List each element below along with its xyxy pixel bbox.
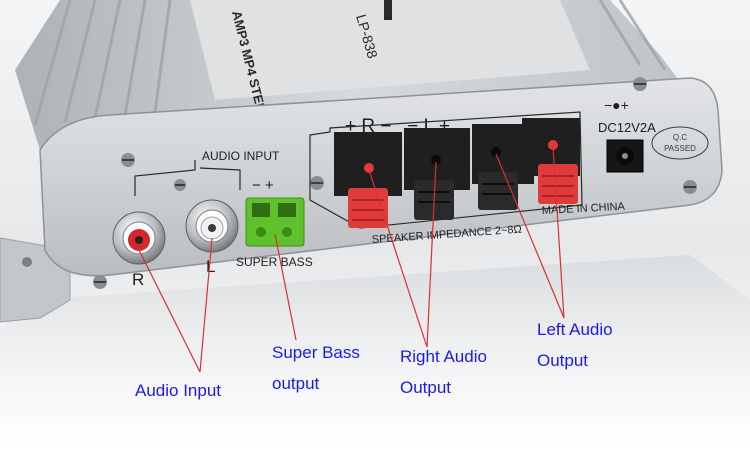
origin-label: MADE IN CHINA	[542, 201, 626, 217]
super-bass-terminal	[245, 197, 305, 247]
terminal-left-plus	[522, 118, 580, 204]
dc-power-jack	[606, 139, 644, 173]
callout-super-bass: Super Bass output	[272, 343, 360, 393]
panel-screws	[93, 77, 697, 289]
screw-icon	[633, 77, 647, 91]
screw-icon	[174, 179, 186, 191]
qc-passed-stamp: Q.C PASSED	[651, 126, 709, 160]
bass-polarity-label: − +	[252, 177, 274, 194]
screw-icon	[310, 176, 324, 190]
heatsink-fins	[33, 0, 667, 126]
speaker-terminals	[334, 118, 580, 228]
power-polarity-label: −●+	[604, 97, 629, 113]
callout-audio-input: Audio Input	[135, 381, 222, 400]
channel-r-label: R	[132, 270, 144, 289]
brand-mark	[384, 0, 392, 20]
terminal-right-minus	[404, 128, 470, 220]
super-bass-label: SUPER BASS	[236, 255, 313, 269]
callout-right-audio: Right Audio Output	[400, 347, 487, 397]
screw-icon	[121, 153, 135, 167]
speaker-frame	[309, 111, 583, 229]
qc-label-line1: Q.C	[673, 133, 687, 142]
screw-icon	[683, 180, 697, 194]
screw-icon	[93, 275, 107, 289]
power-label: DC12V2A	[598, 120, 656, 135]
input-bracket-right	[199, 167, 241, 190]
terminal-right-plus	[334, 132, 402, 228]
rca-jack-right	[112, 211, 166, 265]
leader-lines	[138, 146, 565, 373]
callout-left-audio: Left Audio Output	[537, 320, 613, 370]
bracket-hole	[22, 257, 32, 267]
top-label-plate	[190, 0, 590, 100]
input-bracket-left	[134, 160, 196, 196]
qc-label-line2: PASSED	[664, 144, 696, 153]
channel-l-label: L	[206, 257, 215, 276]
audio-input-label: AUDIO INPUT	[202, 149, 280, 163]
